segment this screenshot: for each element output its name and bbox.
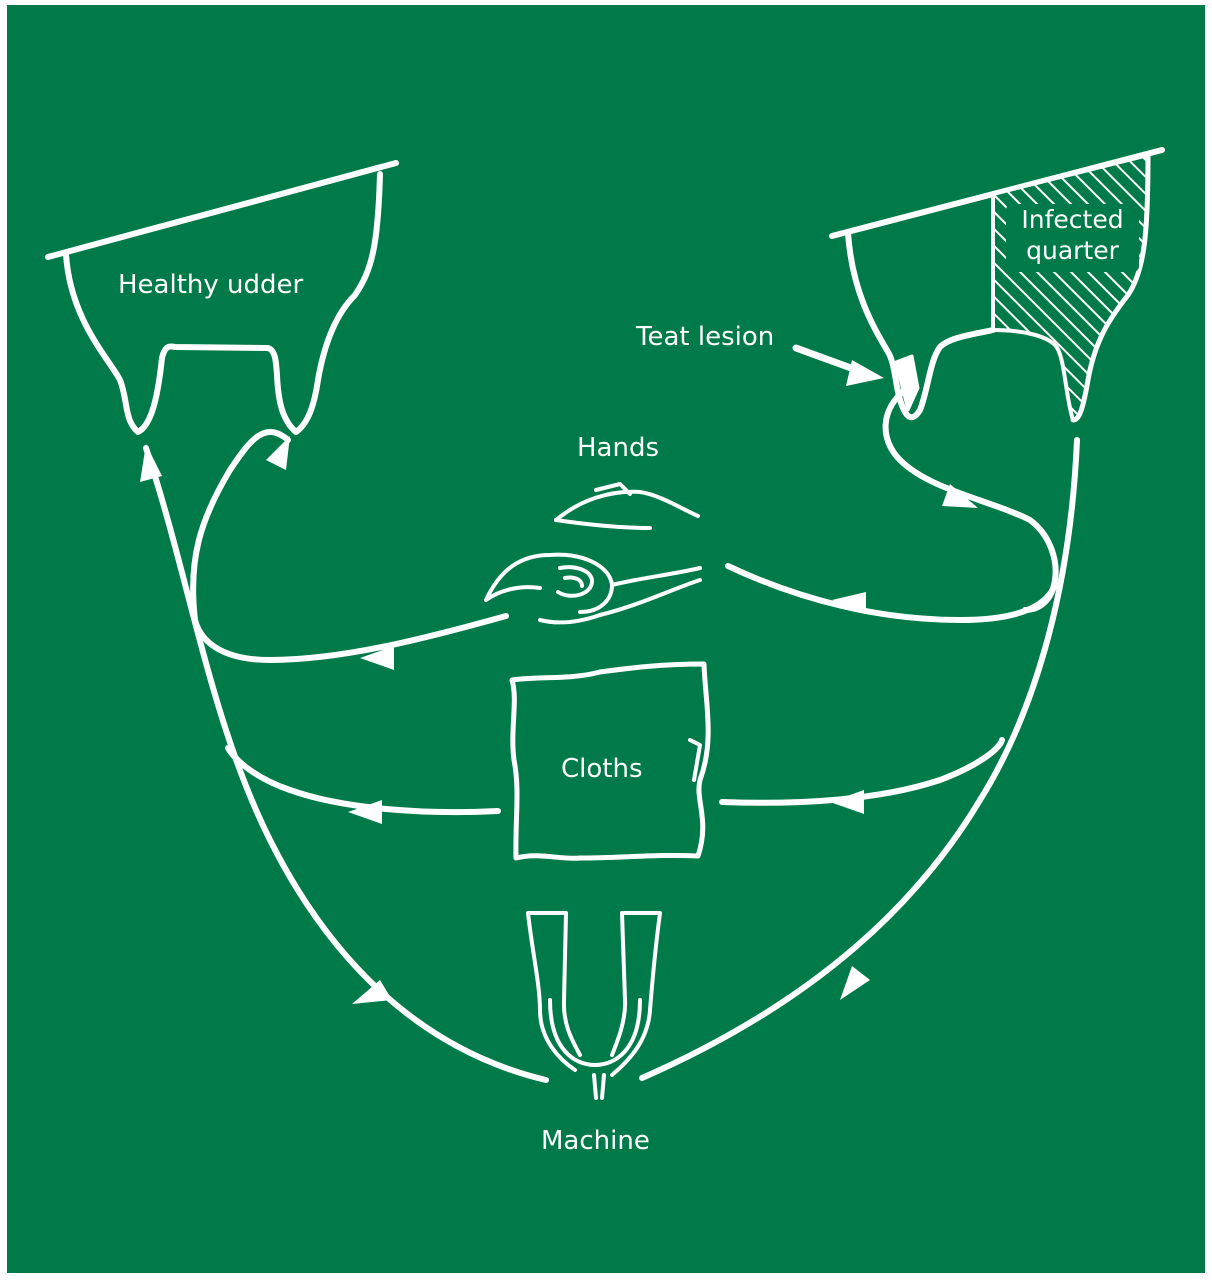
infected-quarter-line1: Infected — [1006, 204, 1139, 235]
cloths-label: Cloths — [561, 754, 643, 784]
teat-lesion-label: Teat lesion — [636, 322, 774, 352]
hands-path-right — [728, 566, 1055, 620]
infected-quarter-line2: quarter — [1006, 235, 1139, 266]
teat-cup-drawing — [528, 913, 660, 1098]
cloths-path-left — [228, 748, 498, 812]
hands-path-left — [195, 616, 506, 660]
outer-path-left — [146, 448, 546, 1080]
machine-label: Machine — [541, 1126, 650, 1156]
hands-drawing — [486, 484, 700, 622]
infected-udder-drawing — [832, 150, 1162, 420]
healthy-udder-label: Healthy udder — [118, 270, 303, 300]
infected-quarter-label: Infected quarter — [1006, 204, 1139, 272]
hands-label: Hands — [577, 433, 659, 463]
lesion-spread-path — [886, 390, 1056, 610]
